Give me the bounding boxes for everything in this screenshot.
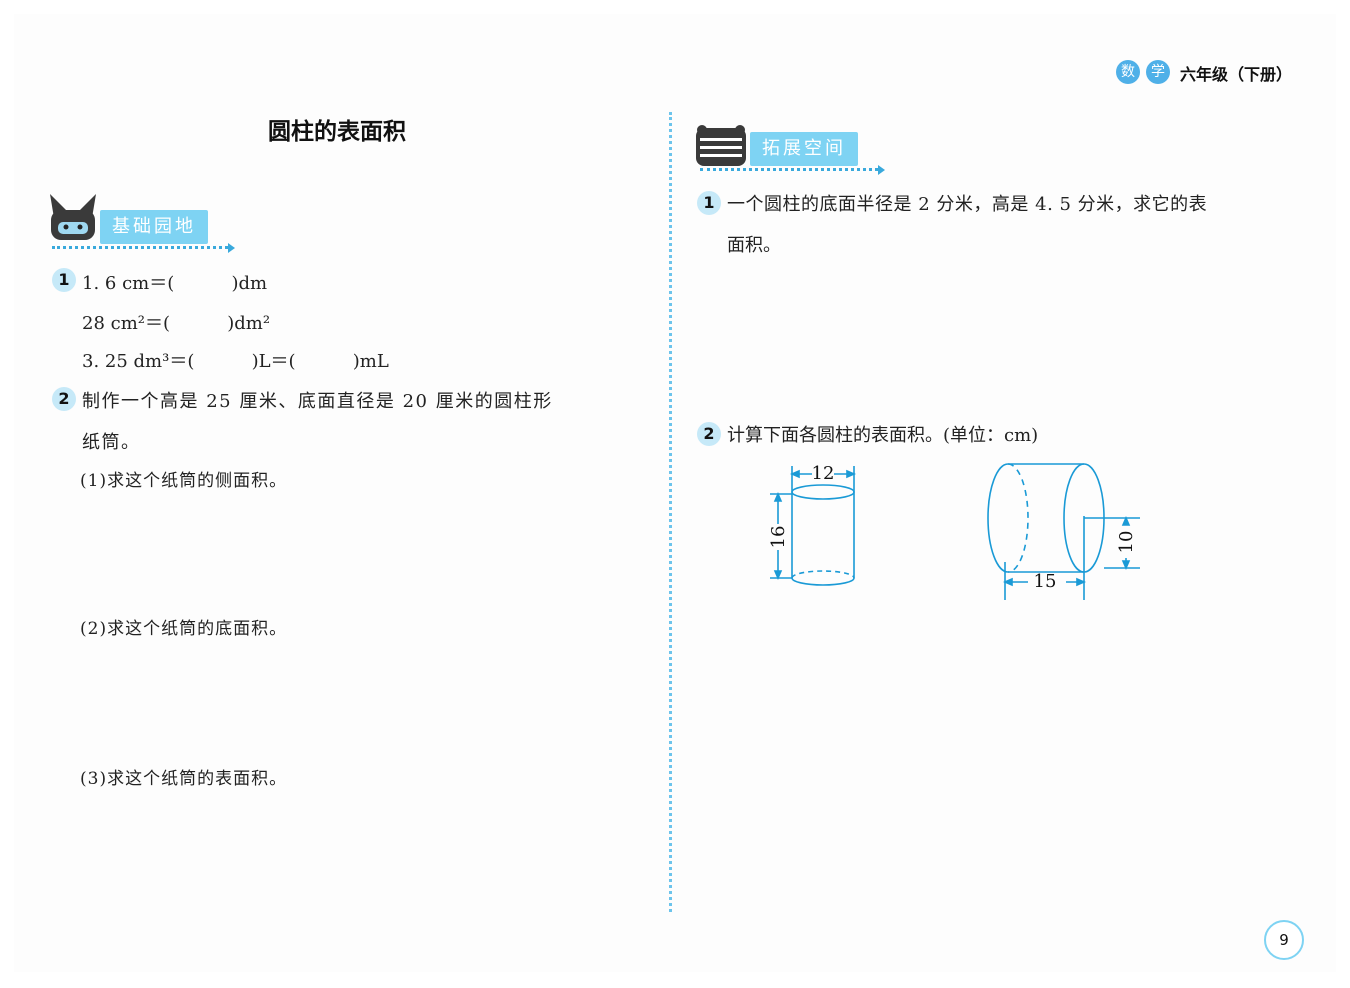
page-background	[14, 14, 1336, 972]
zebra-mascot-icon	[696, 125, 746, 166]
subject-badge-2: 学	[1146, 60, 1170, 84]
rabbit-mascot-icon	[50, 194, 96, 240]
section-banner-extend: 拓展空间	[750, 132, 858, 166]
question-number-l1: 1	[52, 268, 76, 292]
section-banner-basic: 基础园地	[100, 210, 208, 244]
cylinder-figure-horizontal: 15 10	[987, 463, 1140, 600]
question-text-l2-line1: 制作一个高是 25 厘米、底面直径是 20 厘米的圆柱形	[82, 391, 553, 412]
left-banner-arrow-icon	[228, 243, 235, 253]
right-banner-arrow-icon	[878, 165, 885, 175]
question-text-r1-line2: 面积。	[727, 235, 781, 256]
page-number: 9	[1264, 920, 1304, 960]
question-number-l2: 2	[52, 387, 76, 411]
question-text-r2: 计算下面各圆柱的表面积。(单位：cm)	[727, 425, 1039, 446]
question-number-r2: 2	[697, 422, 721, 446]
sub-question-3: (3)求这个纸筒的表面积。	[80, 769, 288, 789]
left-banner-dotline	[52, 246, 228, 249]
fig1-diameter-label: 12	[812, 463, 835, 484]
subject-badge-1: 数	[1116, 60, 1140, 84]
column-divider	[669, 112, 672, 912]
question-text-l2-line2: 纸筒。	[82, 432, 141, 453]
fig2-length-label: 15	[1034, 571, 1057, 592]
sub-question-1: (1)求这个纸筒的侧面积。	[80, 471, 288, 491]
sub-question-2: (2)求这个纸筒的底面积。	[80, 619, 288, 639]
fig1-height-label: 16	[768, 526, 789, 549]
question-number-r1: 1	[697, 191, 721, 215]
unit-conversion-line-2: 28 cm²＝( )dm²	[82, 313, 271, 334]
page-title: 圆柱的表面积	[268, 119, 406, 145]
cylinder-figure-upright: 12 16	[768, 463, 857, 586]
fig2-diameter-label: 10	[1116, 531, 1137, 554]
question-text-r1-line1: 一个圆柱的底面半径是 2 分米，高是 4. 5 分米，求它的表	[727, 194, 1208, 215]
unit-conversion-line-1: 1. 6 cm＝( )dm	[82, 273, 268, 294]
grade-label: 六年级（下册）	[1180, 65, 1293, 84]
unit-conversion-line-3: 3. 25 dm³＝( )L＝( )mL	[82, 351, 389, 372]
right-banner-dotline	[700, 168, 878, 171]
